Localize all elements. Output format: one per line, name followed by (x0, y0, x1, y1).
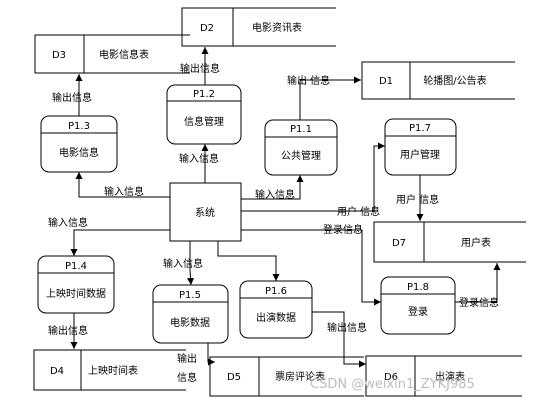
flow-label-out-p12-d2: 输出信息 (180, 62, 220, 75)
process-id: P1.6 (265, 286, 287, 297)
arrow-sys-p16 (217, 241, 280, 281)
store-id: D3 (52, 50, 66, 61)
arrow-p16-d6 (312, 311, 366, 368)
watermark-text: CSDN @weixin1_ZYKJ985 (310, 377, 475, 392)
system-node: 系统 (169, 182, 242, 242)
store-name: 票房评论表 (275, 370, 325, 383)
flow-label-out-p14-d4: 输出信息 (48, 324, 88, 337)
flow-label-out-p15-d5-line1: 输出 (177, 352, 197, 365)
process-name: 用户管理 (400, 148, 440, 161)
flow-label-out-p16-d6: 输出信息 (327, 321, 367, 334)
process-name: 上映时间数据 (46, 287, 106, 300)
arrow-sys-p17 (241, 142, 385, 212)
data-store-d7: D7 用户表 (373, 221, 526, 263)
system-label: 系统 (195, 206, 215, 219)
process-name: 电影数据 (170, 316, 210, 329)
flow-label-out-p15-d5-line2: 信息 (177, 371, 197, 384)
arrow-sys-p18 (241, 229, 381, 306)
flow-label-user-info-sys-p17: 用户 信息 (337, 205, 380, 218)
flow-label-user-info-p17-d7: 用户 信息 (396, 193, 439, 206)
store-id: D4 (50, 366, 64, 377)
store-id: D5 (227, 372, 241, 383)
data-store-d4: D4 上映时间表 (33, 349, 186, 391)
data-store-d1: D1 轮播图/公告表 (361, 61, 515, 100)
process-p14: P1.4 上映时间数据 (37, 255, 115, 314)
process-id: P1.7 (409, 123, 431, 134)
flow-label-out-p13-d3: 输出信息 (52, 91, 92, 104)
store-name: 上映时间表 (88, 364, 138, 377)
flow-label-login-sys-p18: 登录信息 (323, 223, 363, 236)
store-name: 电影资讯表 (252, 21, 302, 34)
process-name: 信息管理 (184, 115, 224, 128)
process-id: P1.2 (193, 89, 215, 100)
process-name: 登录 (408, 305, 428, 318)
arrow-sys-p11 (241, 175, 304, 200)
data-store-d5: D5 票房评论表 (209, 356, 364, 397)
store-id: D7 (392, 238, 406, 249)
process-id: P1.8 (407, 282, 429, 293)
store-name: 轮播图/公告表 (423, 74, 486, 87)
flow-label-in-sys-p15: 输入信息 (163, 257, 203, 270)
process-p12: P1.2 信息管理 (166, 84, 242, 145)
process-name: 电影信息 (59, 146, 99, 159)
store-name: 出演表 (435, 370, 465, 383)
process-p13: P1.3 电影信息 (40, 115, 118, 173)
process-id: P1.4 (65, 261, 87, 272)
arrow-p18-d7 (455, 263, 501, 303)
store-id: D2 (200, 23, 214, 34)
arrow-p11-d1 (299, 76, 361, 120)
process-id: P1.1 (290, 124, 312, 135)
process-name: 出演数据 (256, 311, 296, 324)
arrow-sys-p14 (70, 229, 170, 256)
flow-label-login-p18-d7: 登录信息 (459, 296, 499, 309)
flow-label-in-sys-p12: 输入信息 (179, 152, 219, 165)
store-name: 用户表 (461, 236, 491, 249)
flow-labels: 输出信息 输出信息 输出 信息 输入信息 输入信息 输入信息 用户 信息 用户 … (48, 62, 499, 384)
flow-label-in-sys-p14: 输入信息 (48, 216, 88, 229)
data-store-d2: D2 电影资讯表 (181, 7, 336, 47)
process-id: P1.5 (179, 290, 201, 301)
arrow-sys-p15 (187, 241, 195, 286)
process-p17: P1.7 用户管理 (384, 118, 457, 176)
store-name: 电影信息表 (99, 48, 149, 61)
process-name: 公共管理 (281, 149, 321, 162)
process-id: P1.3 (68, 121, 90, 132)
flow-label-out-p11-d1: 输出 信息 (287, 74, 330, 87)
store-id: D1 (379, 76, 393, 87)
flow-lines (70, 47, 501, 368)
flow-label-in-sys-p13: 输入信息 (104, 185, 144, 198)
process-p18: P1.8 登录 (380, 276, 456, 335)
flow-label-in-sys-p11: 输入信息 (255, 188, 295, 201)
data-store-d3: D3 电影信息表 (34, 34, 190, 74)
data-store-d6: D6 出演表 (365, 355, 522, 397)
process-p11: P1.1 公共管理 (264, 119, 338, 176)
store-id: D6 (384, 372, 398, 383)
arrow-sys-p13 (75, 172, 170, 198)
process-p15: P1.5 电影数据 (152, 284, 229, 344)
process-p16: P1.6 出演数据 (239, 280, 313, 339)
